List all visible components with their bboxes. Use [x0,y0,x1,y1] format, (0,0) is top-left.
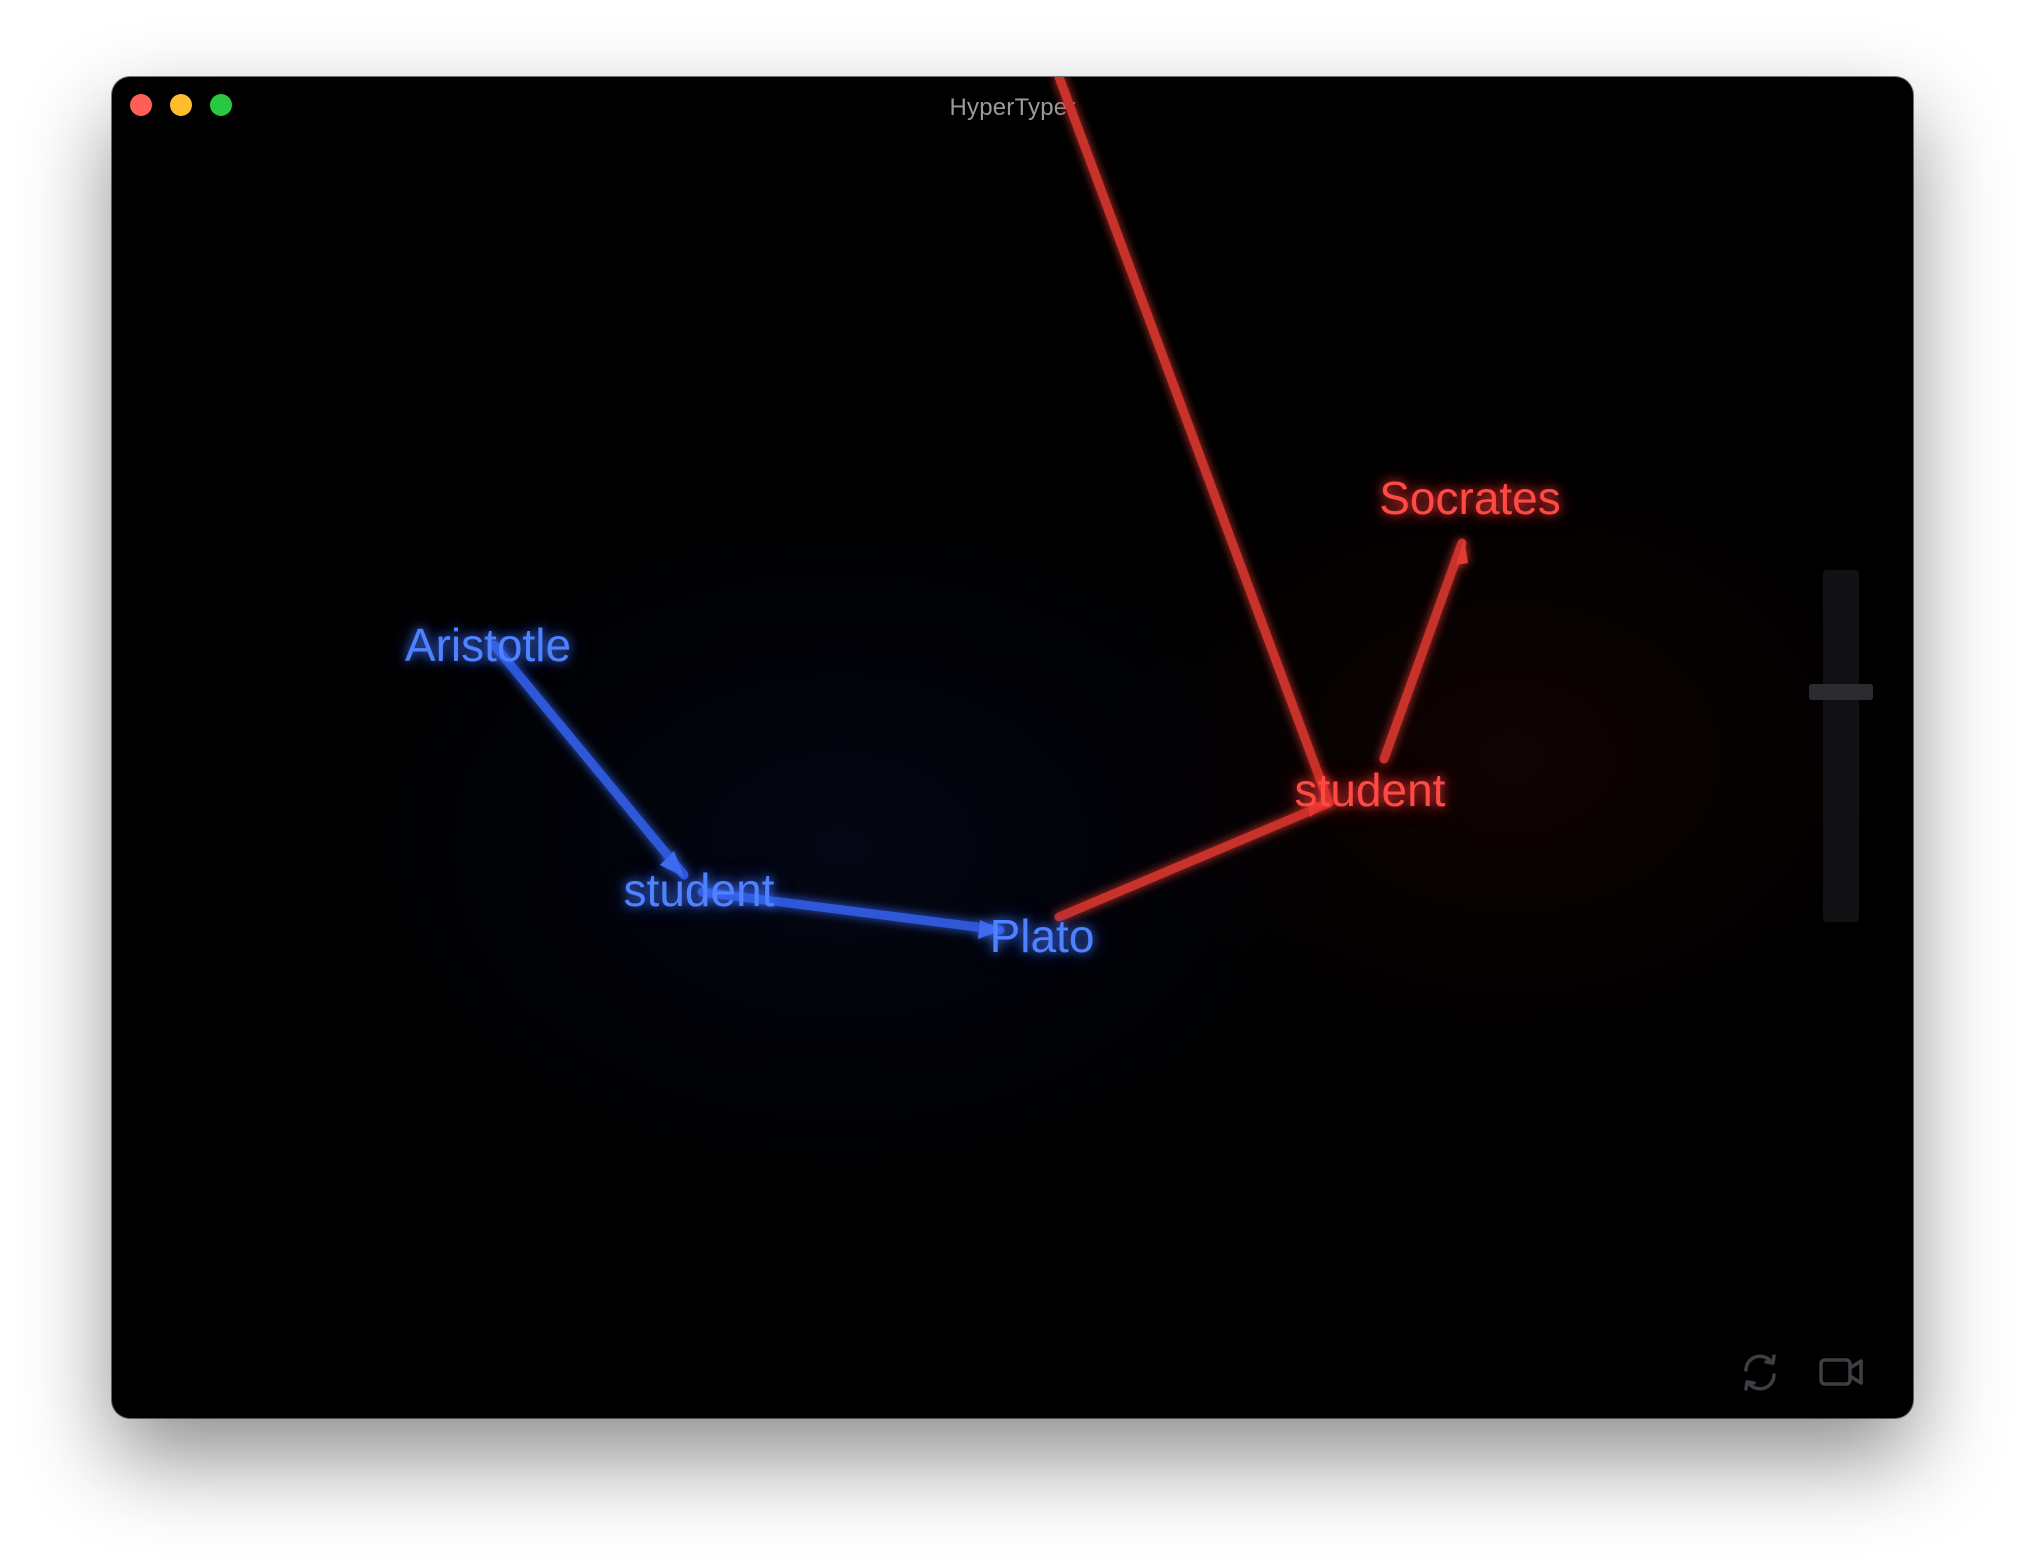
close-window-button[interactable] [130,94,152,116]
blue-glow [342,497,1342,1197]
window-title: HyperTyper [949,94,1076,121]
edge-aristotle-student [489,640,689,880]
edge-student-plato [697,887,1005,939]
node-aristotle[interactable]: Aristotle [404,619,572,671]
video-camera-icon [1819,1358,1863,1386]
zoom-slider-track[interactable] [1823,570,1859,922]
node-plato[interactable]: Plato [989,910,1095,962]
node-student-red[interactable]: student [1294,764,1446,816]
edge-student-socrates [1379,538,1468,764]
refresh-button[interactable] [1736,1350,1784,1394]
minimize-window-button[interactable] [170,94,192,116]
edge-plato-student [1054,77,1334,922]
red-glow [1112,457,1912,1057]
app-window: HyperTyper [112,77,1913,1418]
record-video-button[interactable] [1817,1350,1865,1394]
node-socrates[interactable]: Socrates [1379,472,1561,524]
refresh-icon [1744,1354,1776,1391]
title-bar: HyperTyper [112,77,1913,137]
zoom-window-button[interactable] [210,94,232,116]
zoom-slider-thumb[interactable] [1809,684,1873,700]
node-student-blue[interactable]: student [623,864,775,916]
graph-canvas [489,77,1468,939]
